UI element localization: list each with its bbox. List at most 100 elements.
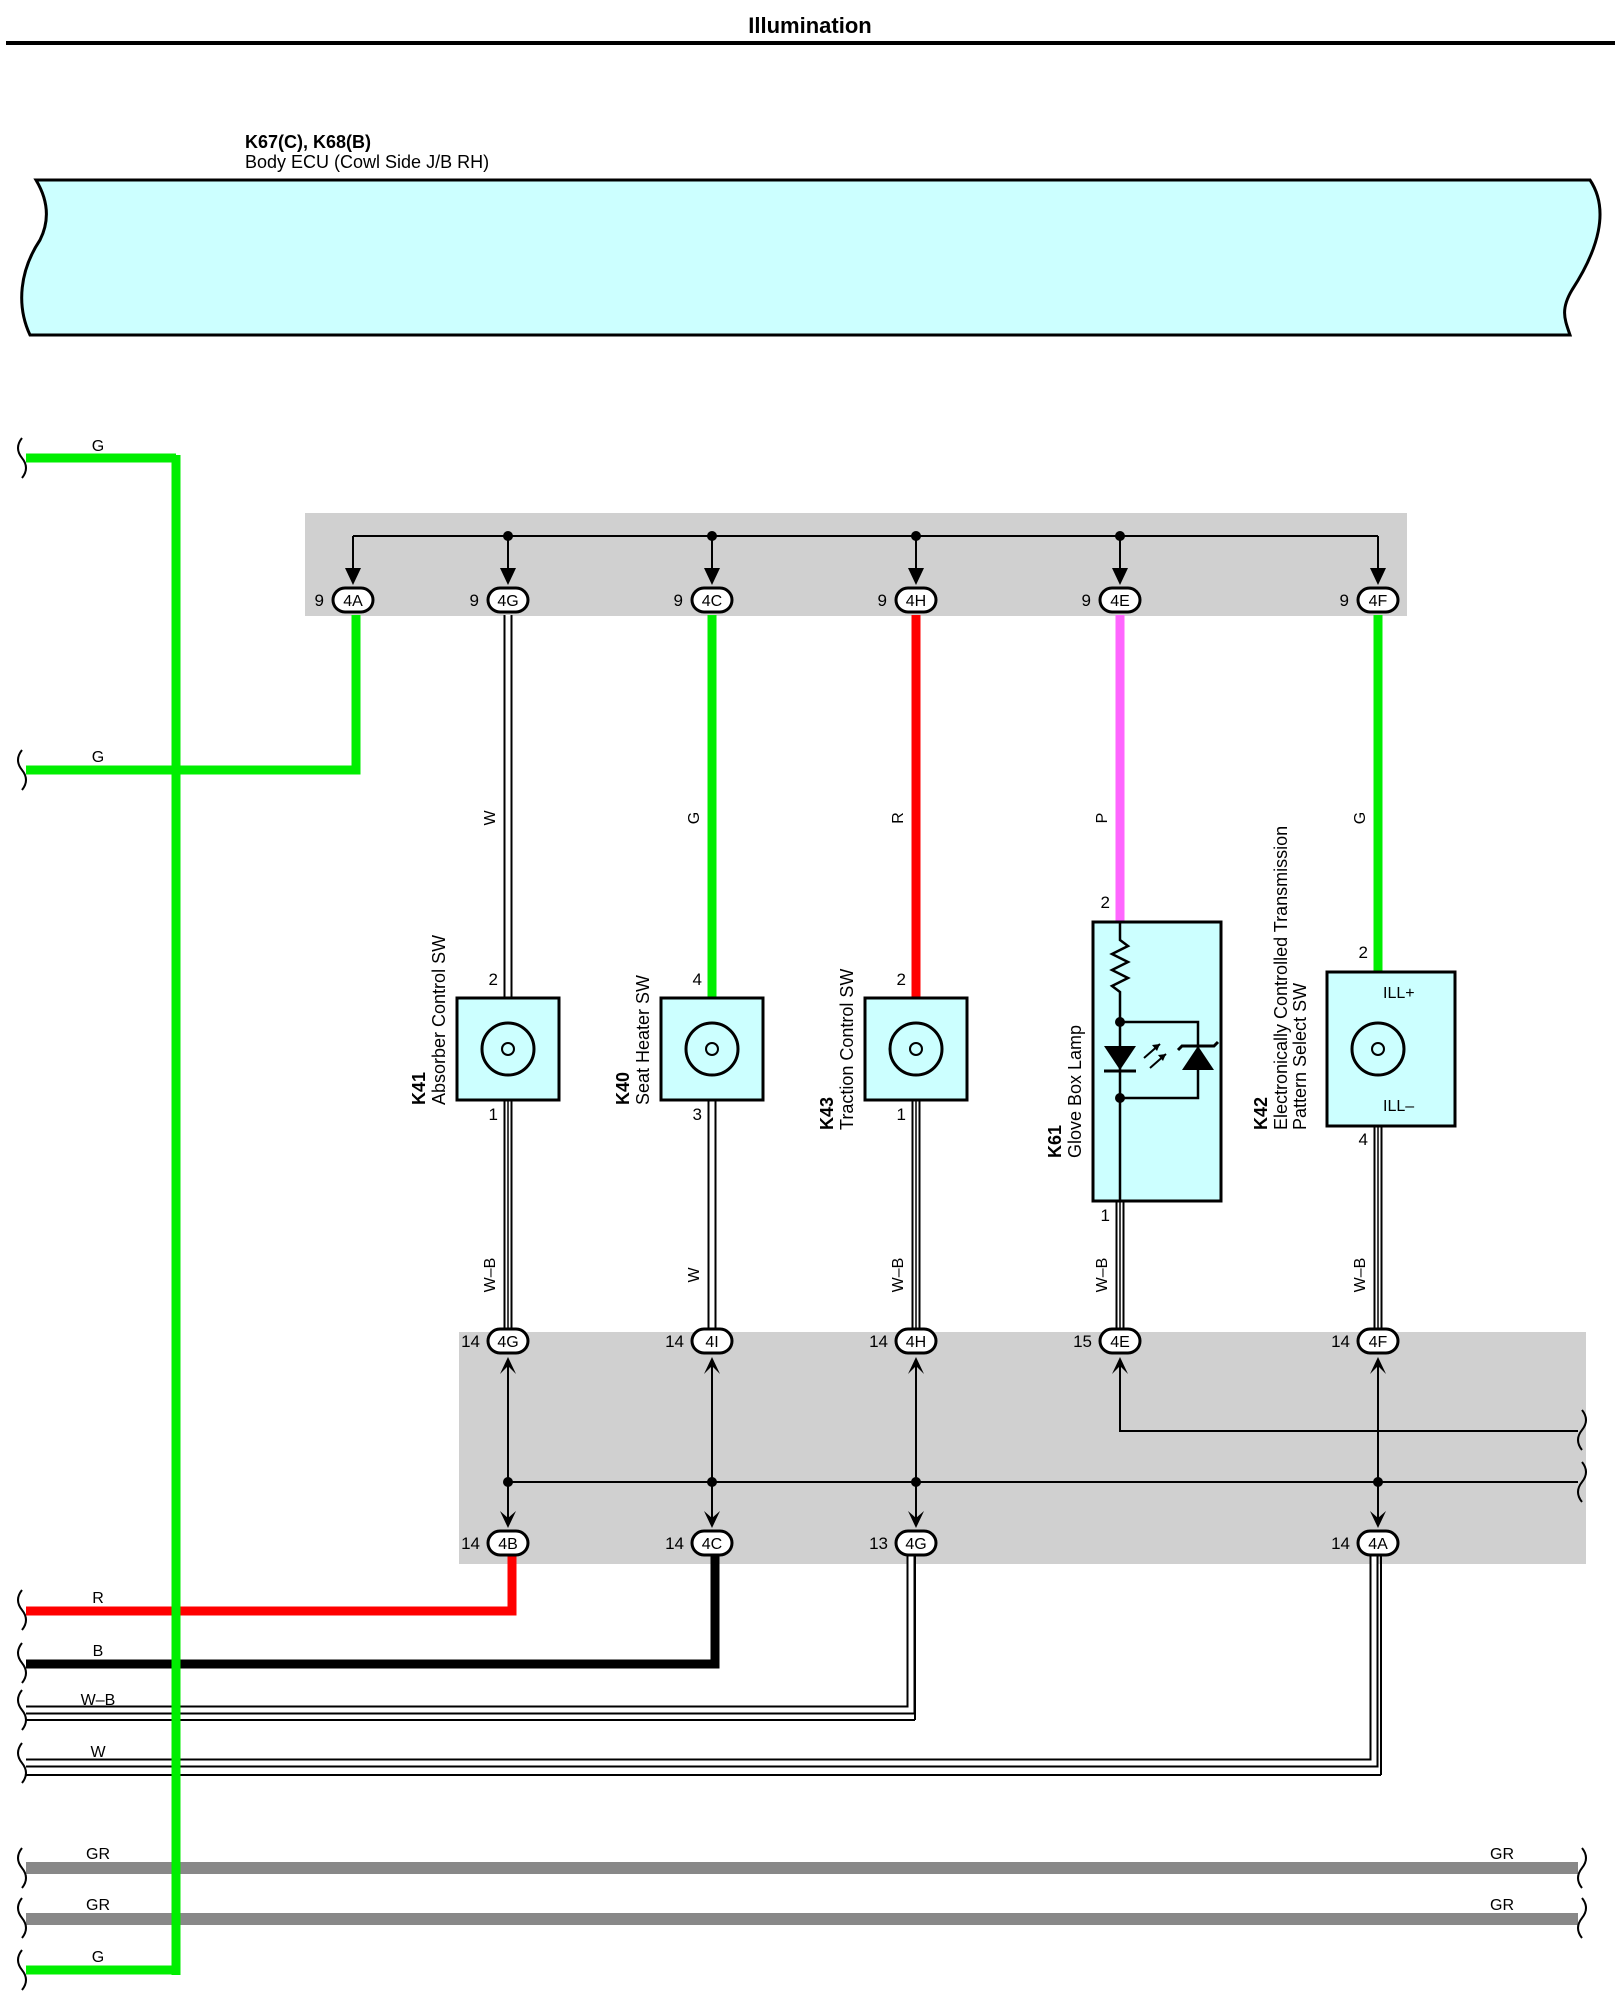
k43-name: Traction Control SW bbox=[837, 969, 857, 1130]
component-k40 bbox=[659, 996, 765, 1102]
lamp-icon bbox=[888, 1021, 944, 1077]
bottom-conn-pin-1: 14 bbox=[461, 1534, 480, 1553]
bottom-conn-id-4: 4A bbox=[1368, 1536, 1388, 1553]
top-conn-pin-2: 9 bbox=[470, 591, 479, 610]
wire-label-gr-right2: GR bbox=[1490, 1897, 1514, 1914]
top-conn-id-6: 4F bbox=[1369, 593, 1388, 610]
k40-name: Seat Heater SW bbox=[633, 975, 653, 1105]
wire-color-k61-bottom: W–B bbox=[1094, 1258, 1111, 1293]
k43-pin-top: 2 bbox=[897, 970, 906, 989]
bottom-wire-color-labels: W–B W W–B W–B W–B bbox=[482, 1258, 1369, 1293]
ill-minus-label: ILL– bbox=[1383, 1098, 1414, 1115]
top-conn-pin-3: 9 bbox=[674, 591, 683, 610]
k61-code: K61 bbox=[1045, 1125, 1065, 1158]
k41-name: Absorber Control SW bbox=[429, 935, 449, 1105]
k40-pin-top: 4 bbox=[693, 970, 702, 989]
component-k42: ILL+ ILL– bbox=[1325, 970, 1457, 1128]
mid-conn-id-2: 4I bbox=[705, 1334, 718, 1351]
top-wires bbox=[503, 615, 1383, 998]
lamp-icon bbox=[1350, 1021, 1406, 1077]
mid-conn-pin-4: 15 bbox=[1073, 1332, 1092, 1351]
k42-name-line2: Pattern Select SW bbox=[1290, 983, 1310, 1130]
wire-label-gr-right1: GR bbox=[1490, 1846, 1514, 1863]
wire-label-g3: G bbox=[92, 1949, 104, 1966]
wire-label-r: R bbox=[92, 1590, 104, 1607]
k41-code: K41 bbox=[409, 1072, 429, 1105]
bottom-conn-pin-4: 14 bbox=[1331, 1534, 1350, 1553]
k61-name: Glove Box Lamp bbox=[1065, 1025, 1085, 1158]
ill-plus-label: ILL+ bbox=[1383, 985, 1415, 1002]
top-conn-id-5: 4E bbox=[1110, 593, 1130, 610]
page-title: Illumination bbox=[748, 13, 871, 38]
mid-conn-id-1: 4G bbox=[497, 1334, 518, 1351]
left-break-marks bbox=[17, 437, 27, 1991]
wire-color-k43-bottom: W–B bbox=[890, 1258, 907, 1293]
wire-label-gr2: GR bbox=[86, 1897, 110, 1914]
top-conn-id-1: 4A bbox=[343, 593, 363, 610]
top-conn-id-3: 4C bbox=[702, 593, 722, 610]
bottom-connector-shapes bbox=[486, 1511, 1400, 1557]
bottom-conn-id-2: 4C bbox=[702, 1536, 722, 1553]
wire-label-g2: G bbox=[92, 749, 104, 766]
resistor-icon bbox=[1109, 922, 1131, 1022]
component-pins: 2 1 4 3 2 1 2 1 2 4 bbox=[489, 893, 1368, 1225]
wire-color-k41-top: W bbox=[482, 810, 499, 826]
wire-label-w: W bbox=[90, 1744, 106, 1761]
wire-label-g1: G bbox=[92, 438, 104, 455]
mid-conn-id-5: 4F bbox=[1369, 1334, 1388, 1351]
lamp-icon bbox=[480, 1021, 536, 1077]
junction-block-bottom bbox=[459, 1332, 1586, 1564]
lamp-icon bbox=[684, 1021, 740, 1077]
wire-label-b: B bbox=[93, 1643, 104, 1660]
wire-color-k41-bottom: W–B bbox=[482, 1258, 499, 1293]
top-wire-color-labels: W G R P G bbox=[482, 810, 1369, 826]
k40-code: K40 bbox=[613, 1072, 633, 1105]
top-conn-pin-1: 9 bbox=[315, 591, 324, 610]
top-connector-shapes bbox=[331, 568, 1400, 614]
k61-pin-top: 2 bbox=[1101, 893, 1110, 912]
bottom-connector-labels: 4B 4C 4G 4A 14 14 13 14 bbox=[461, 1534, 1388, 1553]
body-ecu-box bbox=[20, 178, 1602, 337]
bottom-bus bbox=[503, 1360, 1578, 1523]
mid-conn-pin-3: 14 bbox=[869, 1332, 888, 1351]
mid-conn-pin-1: 14 bbox=[461, 1332, 480, 1351]
mid-conn-id-4: 4E bbox=[1110, 1334, 1130, 1351]
wire-color-k61-top: P bbox=[1094, 813, 1111, 824]
top-conn-pin-6: 9 bbox=[1340, 591, 1349, 610]
mid-conn-pin-2: 14 bbox=[665, 1332, 684, 1351]
component-k61 bbox=[1091, 920, 1223, 1203]
bottom-conn-id-1: 4B bbox=[498, 1536, 518, 1553]
k40-pin-bottom: 3 bbox=[693, 1105, 702, 1124]
right-break-marks bbox=[1577, 1409, 1587, 1939]
mid-connector-labels: 4G 4I 4H 4E 4F 14 14 14 15 14 bbox=[461, 1332, 1387, 1351]
k42-code: K42 bbox=[1251, 1097, 1271, 1130]
k43-pin-bottom: 1 bbox=[897, 1105, 906, 1124]
bottom-conn-pin-3: 13 bbox=[869, 1534, 888, 1553]
k41-pin-bottom: 1 bbox=[489, 1105, 498, 1124]
k41-pin-top: 2 bbox=[489, 970, 498, 989]
ecu-code: K67(C), K68(B) bbox=[245, 132, 371, 152]
mid-connector-shapes bbox=[486, 1327, 1400, 1374]
top-conn-pin-4: 9 bbox=[878, 591, 887, 610]
k42-pin-top: 2 bbox=[1359, 943, 1368, 962]
led-icon bbox=[1104, 1046, 1136, 1070]
wire-color-k43-top: R bbox=[890, 812, 907, 824]
wire-color-k42-top: G bbox=[1352, 812, 1369, 824]
top-conn-id-4: 4H bbox=[906, 593, 926, 610]
wire-color-k40-top: G bbox=[686, 812, 703, 824]
wire-label-gr1: GR bbox=[86, 1846, 110, 1863]
k42-pin-bottom: 4 bbox=[1359, 1130, 1368, 1149]
wire-color-k40-bottom: W bbox=[686, 1267, 703, 1283]
zener-diode-icon bbox=[1182, 1046, 1214, 1070]
k43-code: K43 bbox=[817, 1097, 837, 1130]
wire-color-k42-bottom: W–B bbox=[1352, 1258, 1369, 1293]
wire-label-wb: W–B bbox=[81, 1692, 116, 1709]
k42-name-line1: Electronically Controlled Transmission bbox=[1271, 826, 1291, 1130]
component-labels: K41 Absorber Control SW K40 Seat Heater … bbox=[409, 826, 1310, 1158]
ecu-name: Body ECU (Cowl Side J/B RH) bbox=[245, 152, 489, 172]
k61-pin-bottom: 1 bbox=[1101, 1206, 1110, 1225]
bottom-wires bbox=[503, 1100, 1383, 1333]
left-wiring bbox=[26, 453, 1578, 1975]
component-k43 bbox=[863, 996, 969, 1102]
